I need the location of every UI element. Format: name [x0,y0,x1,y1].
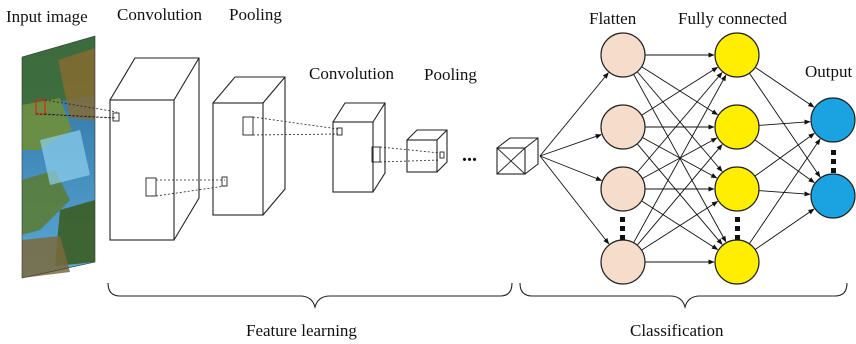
conv2-volume [332,102,386,193]
cube-to-flatten-edge [539,134,602,157]
feature-learning-brace [107,282,513,310]
feature-learning-label: Feature learning [246,321,357,340]
network-edges [539,52,821,265]
flatten-node [600,104,646,150]
flatten-to-fc-edge [636,144,723,246]
convolution-1-label: Convolution [117,5,203,24]
output-node [810,97,856,143]
flatten-to-fc-edge [641,66,719,116]
flatten-to-fc-edge [636,72,723,173]
flatten-to-fc-edge [636,71,723,172]
flatten-to-fc-edge [641,201,719,251]
layers-ellipsis: ... [462,144,477,166]
cube-to-flatten-edge [539,72,609,157]
flatten-node [600,239,646,285]
flatten-label: Flatten [589,9,637,28]
output-layer [810,97,856,219]
output-node [810,173,856,219]
flatten-vertical-ellipsis [620,217,625,240]
input-image [21,35,96,279]
fc-vertical-ellipsis [735,217,740,240]
fully-connected-label: Fully connected [678,9,788,28]
pooling-1-label: Pooling [229,5,282,24]
flatten-node [600,166,646,212]
convolution-2-label: Convolution [309,64,395,83]
flatten-node [600,32,646,78]
fc-to-output-edge [754,133,815,177]
classification-brace [519,282,848,310]
flatten-to-fc-edge [636,143,723,245]
cube-to-flatten-edge [539,155,610,245]
output-label: Output [805,62,853,81]
cube-to-flatten-edge [539,155,603,181]
pooling-2-label: Pooling [424,65,477,84]
flatten-to-fc-edge [642,137,718,179]
fc-to-output-edge [748,138,821,245]
fc-node [714,239,760,285]
classification-label: Classification [630,321,724,340]
flatten-to-fc-edge [641,200,719,250]
flatten-cube [496,137,539,175]
input-image-label: Input image [6,7,88,26]
fc-to-output-edge [758,119,811,126]
flatten-to-fc-edge [633,74,727,243]
flatten-layer [600,32,646,285]
pool2-volume [406,129,448,173]
fc-node [714,166,760,212]
fc-to-output-edge [749,72,821,178]
fc-to-output-edge [754,139,815,183]
fc-to-output-edge [754,66,815,108]
conv1-volume [109,57,200,241]
fc-node [714,32,760,78]
flatten-to-fc-edge [641,66,719,116]
pool1-volume [212,76,286,216]
fc-layer [714,32,760,285]
fc-node [714,104,760,150]
fc-to-output-edge [754,208,815,250]
output-vertical-ellipsis [831,150,836,173]
